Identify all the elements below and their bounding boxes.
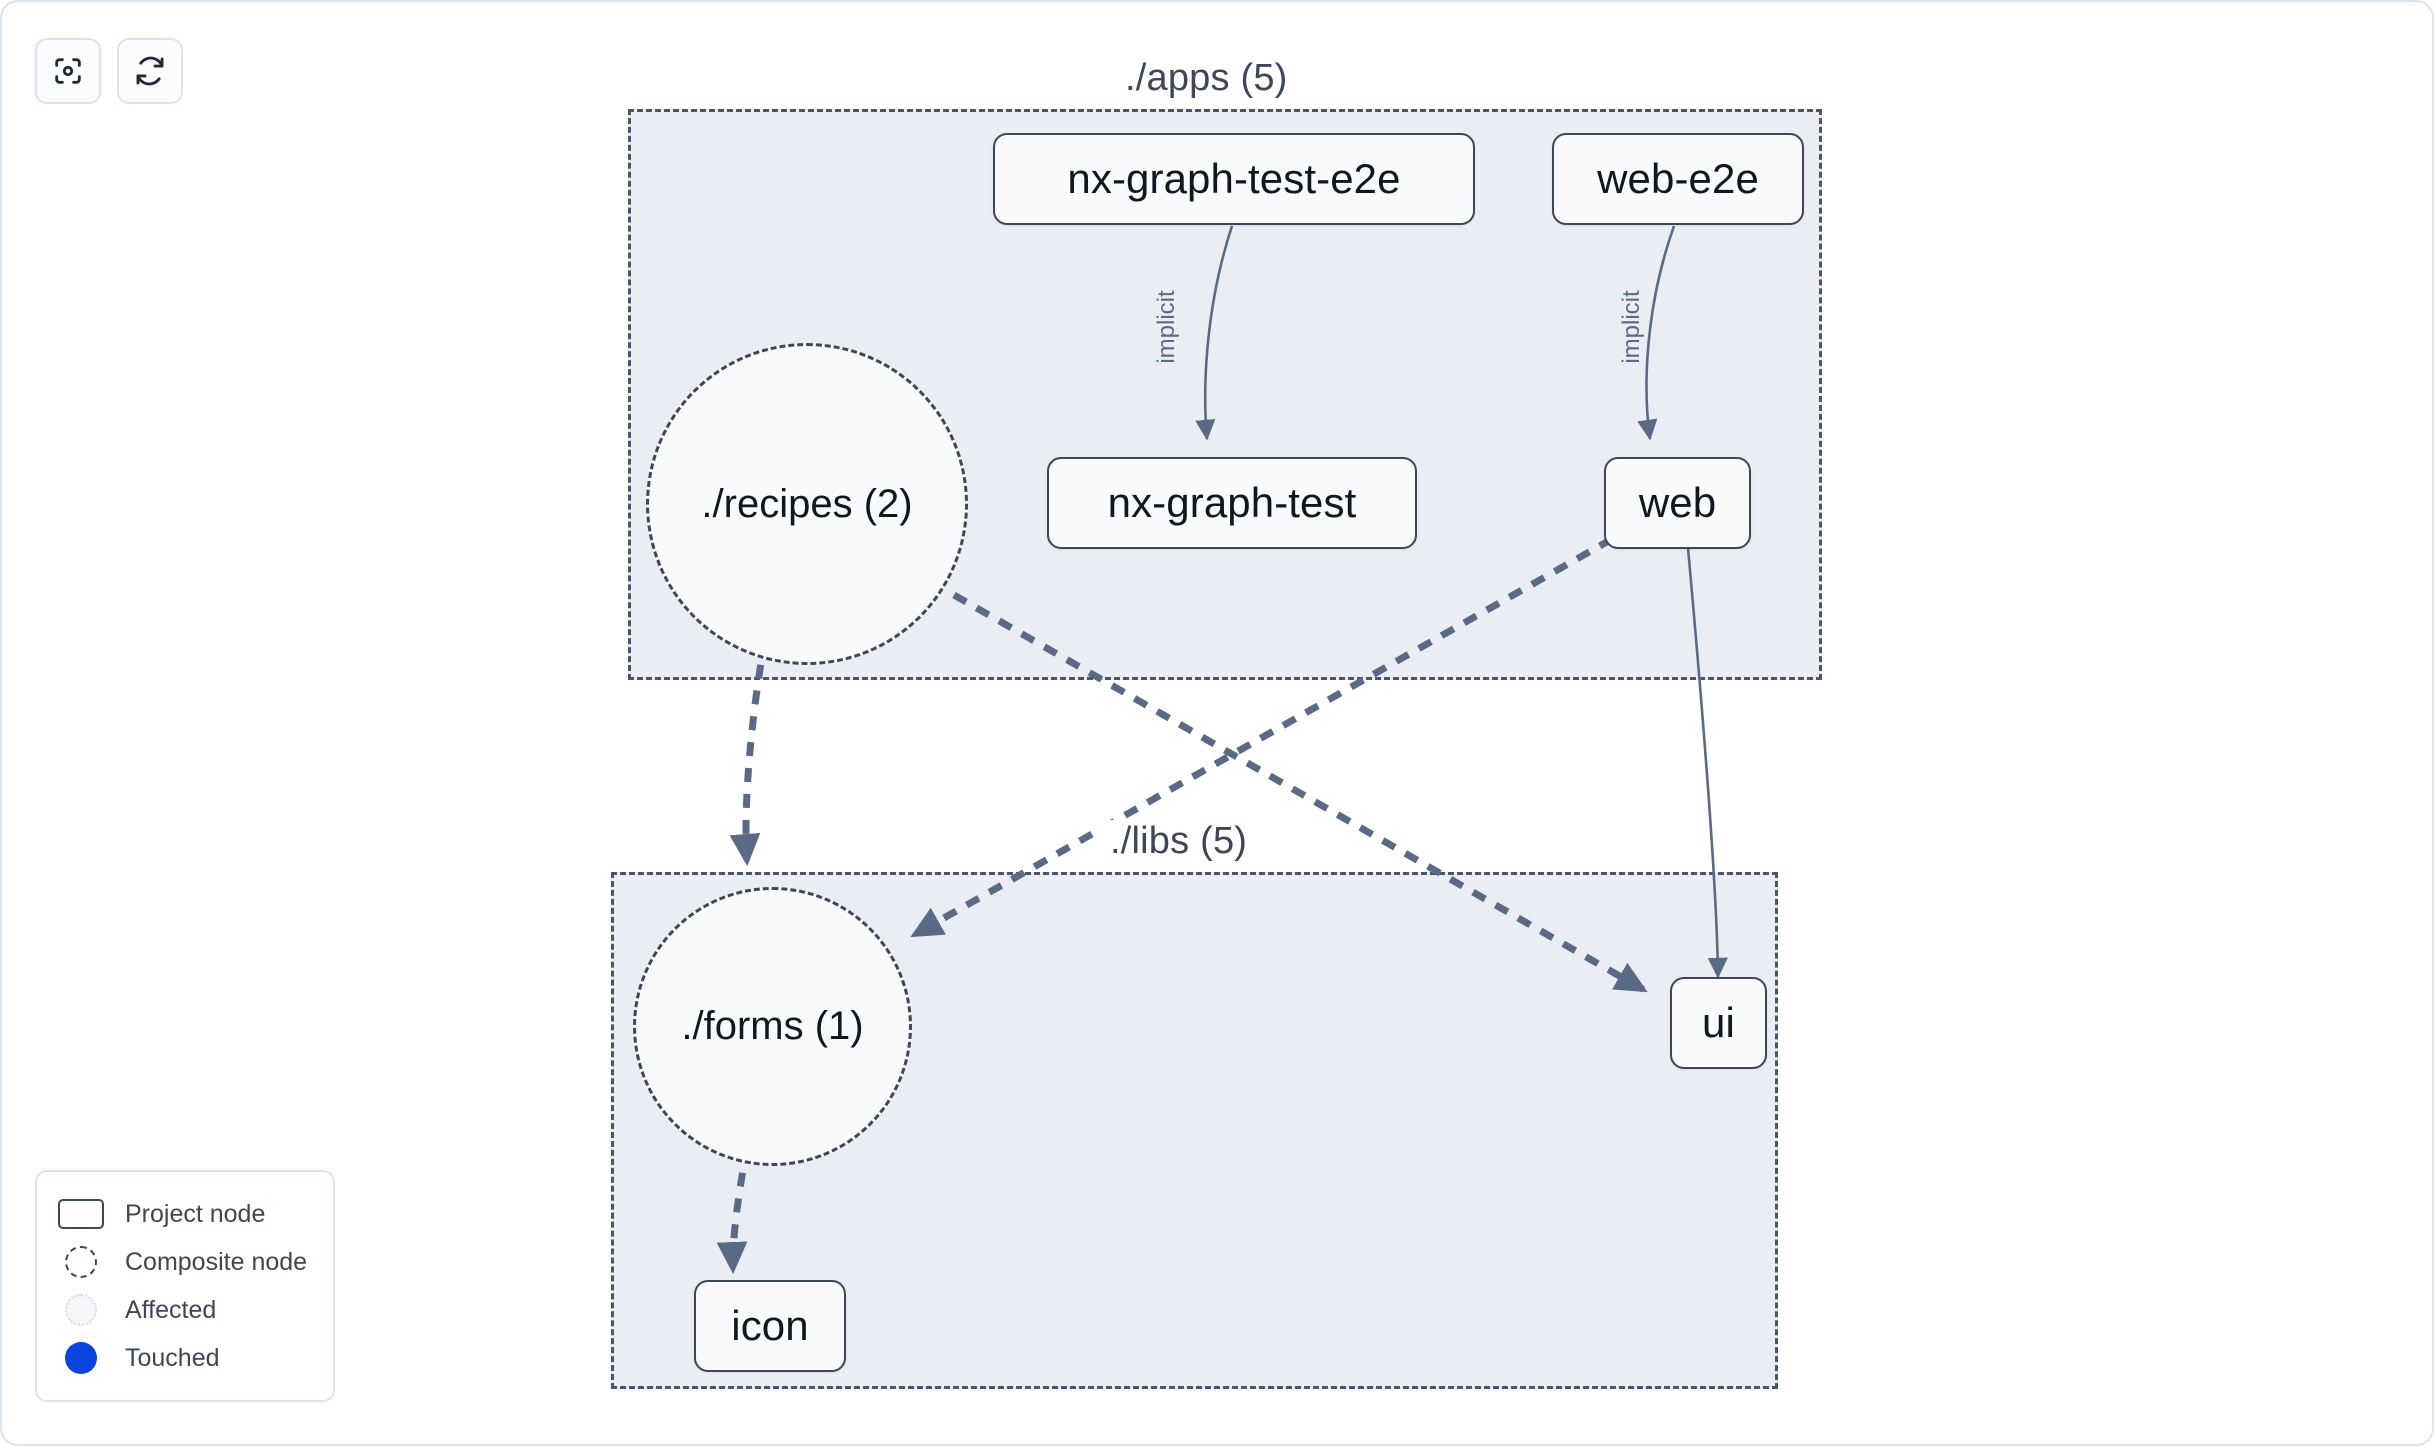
- edge-label-implicit-2: implicit: [1618, 290, 1645, 364]
- legend-label: Project node: [125, 1199, 266, 1228]
- node-recipes[interactable]: ./recipes (2): [646, 343, 968, 665]
- affected-node-symbol: [57, 1294, 105, 1326]
- legend-item-project-node: Project node: [57, 1190, 313, 1238]
- edge-label-implicit-1: implicit: [1153, 290, 1180, 364]
- graph-toolbar: [35, 38, 183, 104]
- node-label: nx-graph-test-e2e: [1067, 155, 1401, 202]
- node-label: web: [1638, 479, 1717, 526]
- legend-label: Composite node: [125, 1247, 308, 1276]
- touched-node-symbol: [57, 1342, 105, 1374]
- legend-item-composite-node: Composite node: [57, 1238, 313, 1286]
- node-web[interactable]: web: [1604, 457, 1751, 549]
- focus-target-icon: [51, 54, 85, 88]
- node-icon[interactable]: icon: [694, 1280, 846, 1372]
- node-label: ./forms (1): [681, 1004, 864, 1048]
- node-ui[interactable]: ui: [1670, 977, 1767, 1069]
- composite-node-symbol: [57, 1246, 105, 1278]
- group-libs-label: ./libs (5): [1100, 820, 1258, 863]
- node-label: ui: [1702, 999, 1735, 1046]
- node-label: icon: [731, 1302, 809, 1349]
- refresh-icon: [133, 54, 167, 88]
- node-forms[interactable]: ./forms (1): [633, 887, 912, 1166]
- node-nx-graph-test[interactable]: nx-graph-test: [1047, 457, 1417, 549]
- project-node-symbol: [57, 1199, 105, 1229]
- legend-label: Affected: [125, 1295, 217, 1324]
- node-nx-graph-test-e2e[interactable]: nx-graph-test-e2e: [993, 133, 1475, 225]
- legend-item-affected: Affected: [57, 1286, 313, 1334]
- node-label: web-e2e: [1597, 155, 1759, 202]
- focus-graph-button[interactable]: [35, 38, 101, 104]
- node-label: ./recipes (2): [701, 481, 913, 526]
- group-apps-label: ./apps (5): [1115, 57, 1298, 100]
- legend-label: Touched: [125, 1343, 220, 1372]
- refresh-graph-button[interactable]: [117, 38, 183, 104]
- node-label: nx-graph-test: [1107, 479, 1357, 526]
- legend-item-touched: Touched: [57, 1334, 313, 1382]
- node-web-e2e[interactable]: web-e2e: [1552, 133, 1804, 225]
- graph-legend: Project node Composite node Affected Tou…: [35, 1170, 335, 1402]
